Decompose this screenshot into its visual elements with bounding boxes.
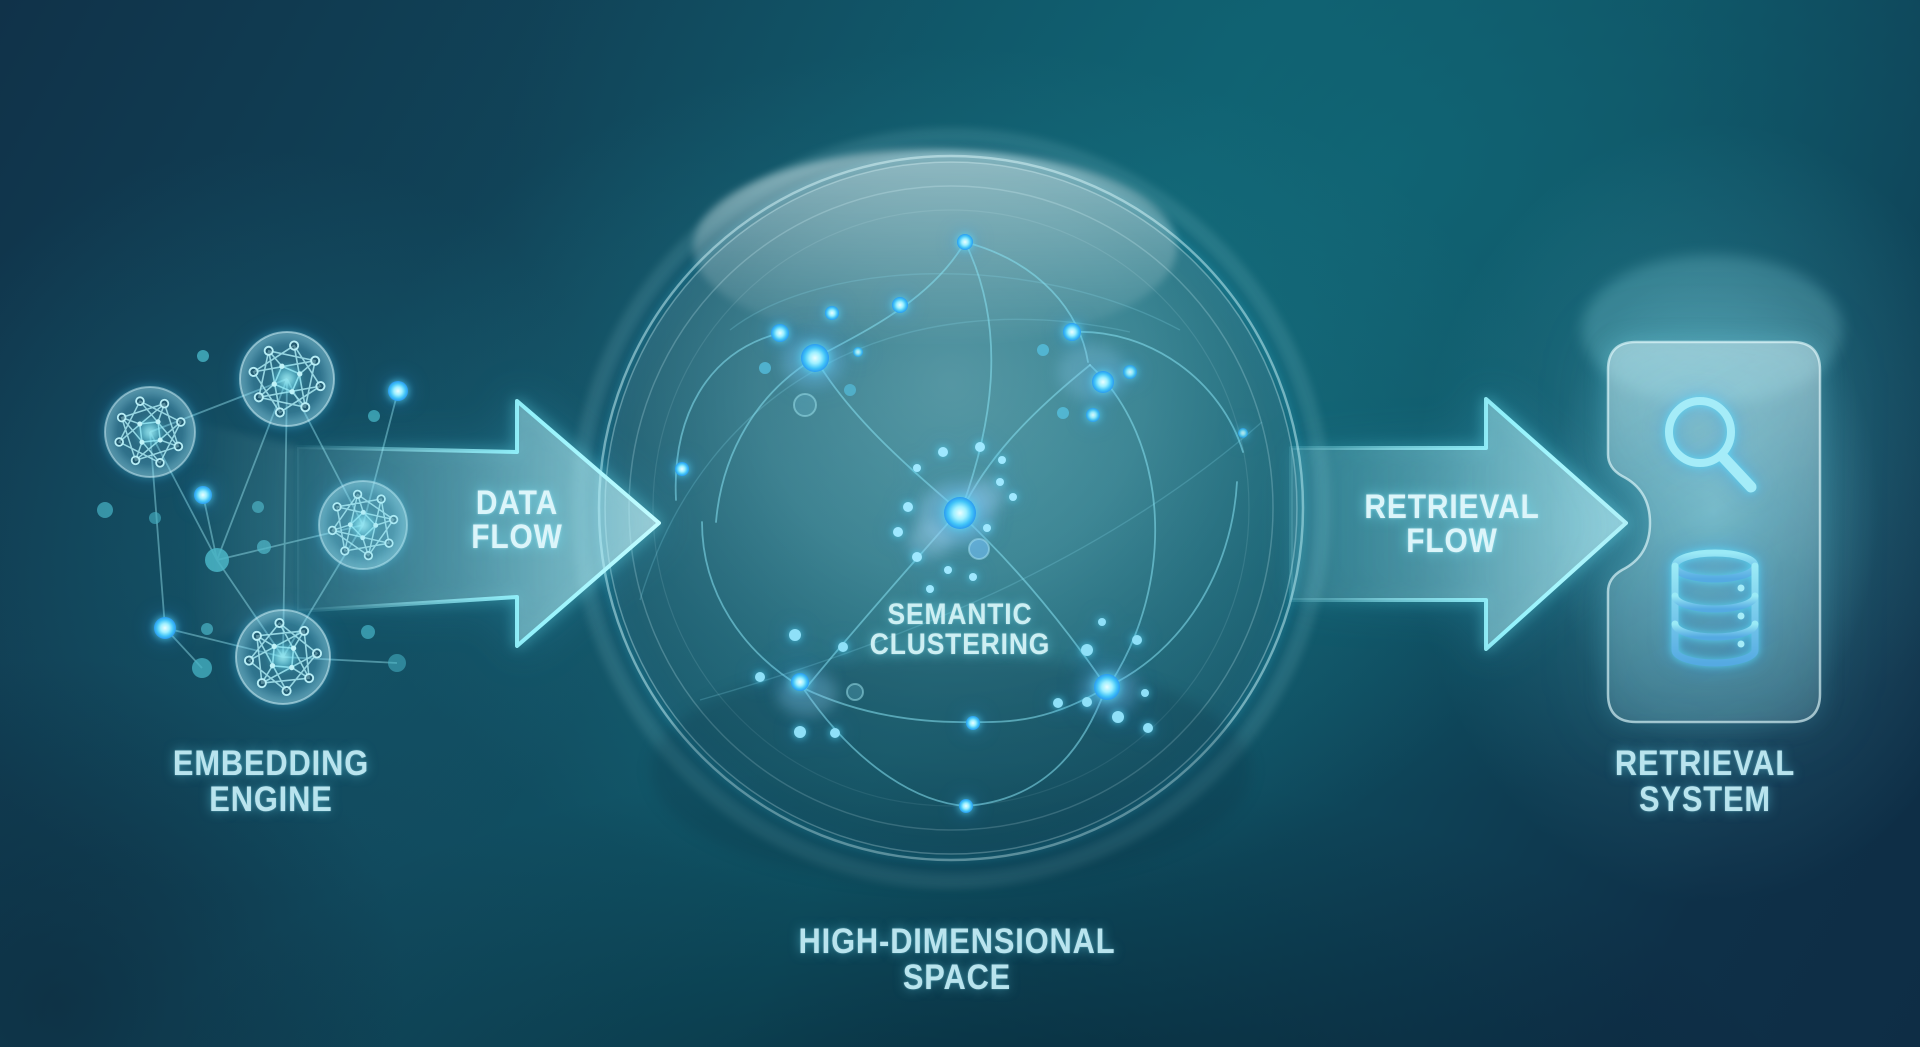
data-flow-label-line1: DATA <box>475 484 559 522</box>
retrieval-system-label-line2: SYSTEM <box>1639 780 1771 819</box>
data-flow-arrow <box>295 399 661 648</box>
cluster-node <box>966 716 980 730</box>
embedding-engine-cluster <box>97 331 412 705</box>
retrieval-flow-label: RETRIEVAL FLOW <box>1364 490 1539 558</box>
retrieval-system-label: RETRIEVAL SYSTEM <box>1615 746 1795 818</box>
embedding-engine-label: EMBEDDING ENGINE <box>173 746 369 818</box>
data-beam <box>185 420 297 650</box>
data-flow-label-line2: FLOW <box>471 518 563 556</box>
retrieval-flow-label-line2: FLOW <box>1406 522 1498 560</box>
cluster-node <box>759 297 908 417</box>
retrieval-flow-label-line1: RETRIEVAL <box>1364 488 1540 526</box>
cluster-node <box>755 629 864 738</box>
database-icon <box>1671 549 1759 667</box>
high-dimensional-space-sphere <box>571 128 1331 888</box>
cluster-node-central <box>893 442 1017 593</box>
high-dimensional-space-label-line2: SPACE <box>902 958 1012 997</box>
high-dimensional-space-label: HIGH-DIMENSIONAL SPACE <box>799 924 1116 996</box>
high-dimensional-space-label-line1: HIGH-DIMENSIONAL <box>798 922 1116 961</box>
data-flow-label: DATA FLOW <box>471 486 563 554</box>
retrieval-system-label-line1: RETRIEVAL <box>1614 744 1796 783</box>
sphere-highlight <box>693 149 1177 345</box>
semantic-clustering-label-line1: SEMANTIC <box>887 598 1033 631</box>
semantic-clustering-label-line2: CLUSTERING <box>869 628 1051 661</box>
embedding-engine-label-line1: EMBEDDING <box>172 744 370 783</box>
magnifier-icon <box>1665 397 1757 493</box>
cluster-node <box>675 462 689 476</box>
retrieval-system-panel <box>1549 255 1879 755</box>
cluster-node <box>957 234 973 250</box>
cluster-node <box>1053 618 1153 733</box>
retrieval-flow-arrow <box>1289 397 1628 651</box>
cluster-node <box>1037 323 1248 438</box>
embedding-engine-label-line2: ENGINE <box>209 780 333 819</box>
semantic-clustering-label: SEMANTIC CLUSTERING <box>870 600 1050 660</box>
cluster-node <box>959 799 973 813</box>
